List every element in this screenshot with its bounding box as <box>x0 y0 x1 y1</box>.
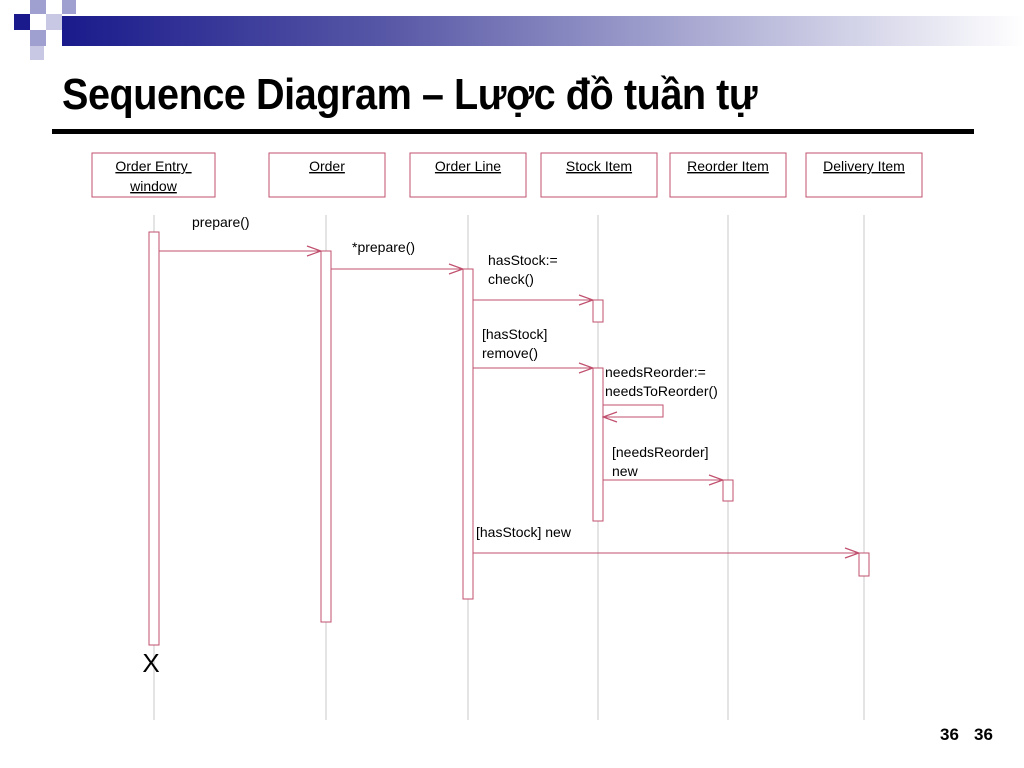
message-label: [hasStock] new <box>476 524 572 540</box>
participant-label: Order Entry <box>115 158 191 174</box>
participant-label: Order <box>309 158 345 174</box>
message-star-prepare: *prepare() <box>331 239 463 269</box>
destroy-mark: X <box>142 648 159 678</box>
message-label: *prepare() <box>352 239 415 255</box>
message-label: [needsReorder] <box>612 444 709 460</box>
message-label: prepare() <box>192 214 250 230</box>
activation-bar-stock-item-check <box>592 299 604 323</box>
participant-label: Order Line <box>435 158 501 174</box>
message-label: needsReorder:= <box>605 364 706 380</box>
activation-bar-reorder-item <box>722 479 734 502</box>
page-number: 36 <box>974 725 993 744</box>
activation-bar-order <box>320 250 332 623</box>
slide-title: Sequence Diagram – Lược đồ tuần tự <box>62 70 758 119</box>
title-bar-gradient <box>62 16 1024 46</box>
activation-bar-delivery-item <box>858 552 870 577</box>
message-label: new <box>612 463 639 479</box>
participant-label: window <box>129 178 178 194</box>
activation-bar-order-entry-window <box>148 231 160 646</box>
activation-bar-stock-item-remove <box>592 367 604 522</box>
message-has-stock-new-delivery: [hasStock] new <box>473 524 859 553</box>
message-has-stock-remove: [hasStock] remove() <box>473 326 593 368</box>
activation-bar-order-line <box>462 268 474 600</box>
participant-label: Delivery Item <box>823 158 905 174</box>
message-label: check() <box>488 271 534 287</box>
message-needs-reorder-new: [needsReorder] new <box>603 444 723 480</box>
participant-label: Reorder Item <box>687 158 769 174</box>
message-prepare: prepare() <box>159 214 321 251</box>
participant-label: Stock Item <box>566 158 632 174</box>
participant-order: Order <box>268 152 386 198</box>
message-label: hasStock:= <box>488 252 558 268</box>
participant-stock-item: Stock Item <box>540 152 658 198</box>
participant-delivery-item: Delivery Item <box>805 152 923 198</box>
participant-reorder-item: Reorder Item <box>669 152 787 198</box>
message-label: needsToReorder() <box>605 383 718 399</box>
message-needs-reorder-self: needsReorder:= needsToReorder() <box>603 364 718 417</box>
participant-order-entry-window: Order Entry window <box>91 152 216 198</box>
participant-order-line: Order Line <box>409 152 527 198</box>
message-label: remove() <box>482 345 538 361</box>
slide-number: 36 <box>940 725 959 744</box>
message-label: [hasStock] <box>482 326 547 342</box>
title-rule <box>52 129 974 134</box>
message-has-stock-check: hasStock:= check() <box>473 252 593 300</box>
